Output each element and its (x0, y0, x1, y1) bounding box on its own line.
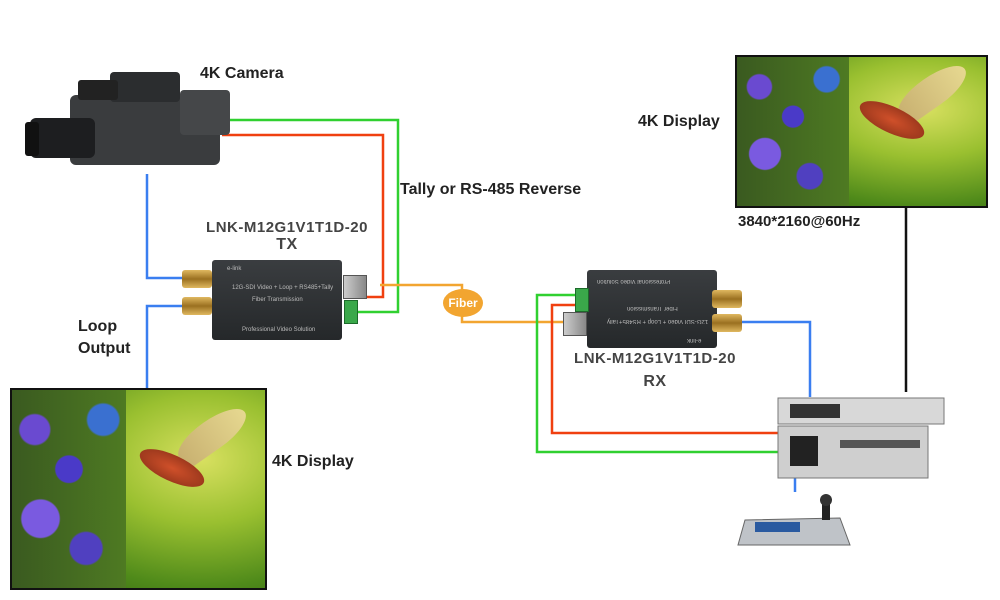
rx-sdi-out2-connector (712, 314, 742, 332)
brand-text: e-link (687, 337, 702, 343)
video-switcher-icon (777, 397, 945, 479)
brand-text: e-link (227, 266, 242, 272)
camera-to-tx-video-line (145, 174, 184, 280)
tally-green-line-tx (222, 118, 400, 314)
fiber-line-rx (460, 316, 565, 324)
loop-output-line (145, 304, 184, 390)
tx-sfp-port (343, 275, 367, 299)
display-left (10, 388, 267, 590)
display-right-label: 4K Display (638, 113, 720, 130)
transmission-text: Fiber Transmission (627, 305, 678, 311)
tally-label: Tally or RS-485 Reverse (400, 181, 582, 198)
loop-output-label-line2: Output (78, 340, 131, 357)
rx-device: Professional Video Solution Fiber Transm… (587, 270, 717, 348)
rx-terminal-block (575, 288, 589, 312)
camera-icon (25, 72, 230, 165)
rx-role-label: RX (643, 373, 667, 390)
display-right (735, 55, 988, 208)
spec-text: 12G-SDI Video + Loop + RS485+Tally (607, 318, 709, 324)
display-left-label: 4K Display (272, 453, 354, 470)
loop-output-label-line1: Loop (78, 318, 118, 335)
slogan-text: Professional Video Solution (597, 278, 671, 284)
spec-text: 12G-SDI Video + Loop + RS485+Tally (232, 285, 334, 291)
rx-sdi-out-connector (712, 290, 742, 308)
tx-sdi-in-connector (182, 270, 212, 288)
rx-model-label: LNK-M12G1V1T1D-20 (574, 350, 736, 367)
fiber-badge: Fiber (443, 289, 483, 317)
transmission-text: Fiber Transmission (252, 297, 303, 303)
tally-green-line-rx (535, 293, 782, 454)
tx-loop-out-connector (182, 297, 212, 315)
slogan-text: Professional Video Solution (242, 327, 316, 333)
flowers-image (737, 57, 850, 206)
flowers-image (12, 390, 126, 588)
control-keyboard-icon (737, 494, 851, 546)
tally-red-line-rx (550, 303, 782, 435)
fiber-line-tx (380, 283, 464, 292)
tx-device: e-link 12G-SDI Video + Loop + RS485+Tall… (212, 260, 342, 340)
tx-model-label: LNK-M12G1V1T1D-20 (206, 219, 368, 236)
camera-label: 4K Camera (200, 65, 284, 82)
rx-sfp-port (563, 312, 587, 336)
rx-to-switcher-video-line (740, 320, 812, 397)
resolution-label: 3840*2160@60Hz (738, 213, 861, 230)
tx-terminal-block (344, 300, 358, 324)
tx-role-label: TX (276, 236, 298, 253)
tally-red-line-tx (222, 133, 385, 299)
